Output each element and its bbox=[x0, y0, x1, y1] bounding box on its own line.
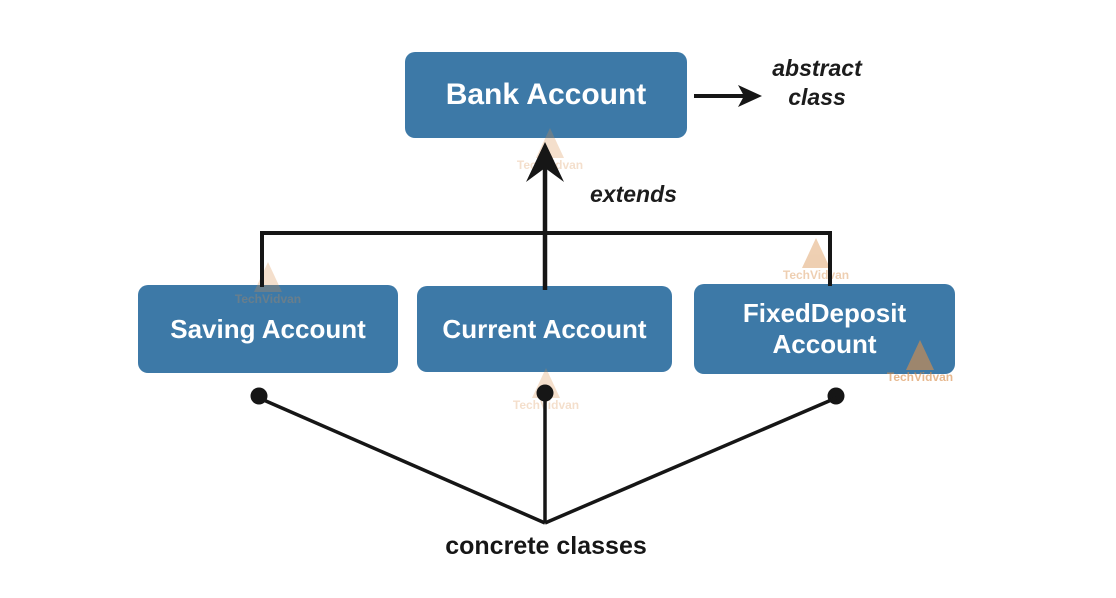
concrete-pointer-right-line bbox=[544, 396, 837, 525]
class-box-saving-account-label: Saving Account bbox=[170, 313, 366, 344]
class-box-bank-account: Bank Account bbox=[405, 52, 687, 138]
abstract-class-annotation: abstract class bbox=[758, 54, 876, 112]
class-box-fixeddeposit-account-label: FixedDeposit Account bbox=[742, 298, 907, 359]
extends-arrowhead-icon bbox=[526, 142, 564, 182]
class-box-saving-account: Saving Account bbox=[138, 285, 398, 373]
concrete-classes-label: concrete classes bbox=[445, 532, 647, 560]
abstract-class-annotation-line1: abstract bbox=[772, 55, 862, 81]
abstract-class-annotation-line2: class bbox=[788, 84, 846, 110]
class-box-current-account: Current Account bbox=[417, 286, 672, 372]
extends-label: extends bbox=[590, 181, 677, 207]
class-box-current-account-label: Current Account bbox=[442, 313, 647, 344]
class-box-fixeddeposit-account: FixedDeposit Account bbox=[694, 284, 955, 374]
abstract-arrowhead-icon bbox=[738, 85, 762, 107]
concrete-pointer-left-line bbox=[258, 396, 546, 525]
class-box-bank-account-label: Bank Account bbox=[445, 78, 647, 112]
